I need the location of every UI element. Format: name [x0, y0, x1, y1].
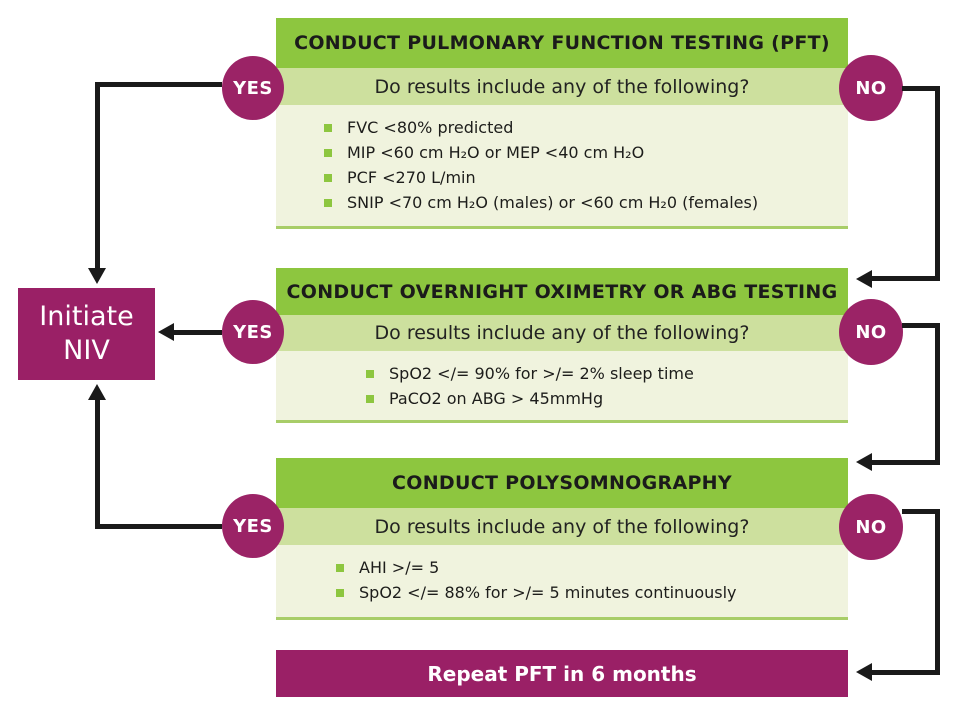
no-circle-polysomnography: NO	[839, 494, 903, 560]
arrow-no2-vertical	[935, 323, 940, 465]
arrow-no3-horizontal-top	[902, 509, 940, 514]
criterion-text: AHI >/= 5	[359, 558, 440, 577]
arrow-down-icon	[88, 268, 106, 284]
yes-circle-oximetry: YES	[222, 300, 284, 364]
polysomnography-criteria-list: AHI >/= 5 SpO2 </= 88% for >/= 5 minutes…	[276, 545, 848, 620]
criterion-item: PaCO2 on ABG > 45mmHg	[366, 386, 848, 411]
initiate-niv-label: Initiate NIV	[39, 300, 133, 368]
criterion-text: MIP <60 cm H₂O or MEP <40 cm H₂O	[347, 143, 645, 162]
yes-circle-pft: YES	[222, 56, 284, 120]
oximetry-box-question: Do results include any of the following?	[276, 315, 848, 351]
arrow-no2-horizontal-bottom	[872, 460, 940, 465]
bullet-square-icon	[336, 563, 344, 572]
arrow-left-icon	[856, 270, 872, 288]
criterion-text: SpO2 </= 88% for >/= 5 minutes continuou…	[359, 583, 737, 602]
criterion-text: PaCO2 on ABG > 45mmHg	[389, 389, 604, 408]
criterion-item: MIP <60 cm H₂O or MEP <40 cm H₂O	[324, 140, 848, 165]
criterion-text: FVC <80% predicted	[347, 118, 514, 137]
criterion-text: PCF <270 L/min	[347, 168, 476, 187]
oximetry-criteria-list: SpO2 </= 90% for >/= 2% sleep time PaCO2…	[276, 351, 848, 423]
bullet-square-icon	[324, 198, 332, 207]
pft-box-question: Do results include any of the following?	[276, 68, 848, 105]
initiate-niv-line2: NIV	[63, 335, 110, 366]
criterion-item: PCF <270 L/min	[324, 165, 848, 190]
criterion-text: SpO2 </= 90% for >/= 2% sleep time	[389, 364, 694, 383]
polysomnography-box-title: CONDUCT POLYSOMNOGRAPHY	[276, 458, 848, 508]
bullet-square-icon	[366, 394, 374, 403]
pft-box-title: CONDUCT PULMONARY FUNCTION TESTING (PFT)	[276, 18, 848, 68]
initiate-niv-line1: Initiate	[39, 301, 134, 333]
arrow-no2-horizontal-top	[902, 323, 940, 328]
criterion-item: SpO2 </= 88% for >/= 5 minutes continuou…	[336, 580, 848, 605]
oximetry-box-title: CONDUCT OVERNIGHT OXIMETRY OR ABG TESTIN…	[276, 268, 848, 315]
arrow-yes3-vertical	[95, 400, 100, 529]
arrow-no1-vertical	[935, 86, 940, 281]
repeat-pft-bar: Repeat PFT in 6 months	[276, 650, 848, 697]
criterion-text: SNIP <70 cm H₂O (males) or <60 cm H₂0 (f…	[347, 193, 759, 212]
arrow-yes1-horizontal	[97, 82, 222, 87]
criterion-item: FVC <80% predicted	[324, 115, 848, 140]
arrow-no3-vertical	[935, 509, 940, 675]
bullet-square-icon	[366, 369, 374, 378]
arrow-left-icon	[856, 663, 872, 681]
no-circle-oximetry: NO	[839, 299, 903, 365]
arrow-no1-horizontal-top	[902, 86, 940, 91]
pft-criteria-list: FVC <80% predicted MIP <60 cm H₂O or MEP…	[276, 105, 848, 229]
yes-circle-polysomnography: YES	[222, 494, 284, 558]
arrow-yes2-horizontal	[174, 330, 222, 335]
criterion-item: SNIP <70 cm H₂O (males) or <60 cm H₂0 (f…	[324, 190, 848, 215]
no-circle-pft: NO	[839, 55, 903, 121]
bullet-square-icon	[324, 173, 332, 182]
bullet-square-icon	[336, 588, 344, 597]
criterion-item: AHI >/= 5	[336, 555, 848, 580]
arrow-yes3-horizontal	[97, 524, 222, 529]
arrow-yes1-vertical	[95, 82, 100, 268]
polysomnography-box-question: Do results include any of the following?	[276, 508, 848, 545]
arrow-no3-horizontal-bottom	[872, 670, 940, 675]
criterion-item: SpO2 </= 90% for >/= 2% sleep time	[366, 361, 848, 386]
arrow-up-icon	[88, 384, 106, 400]
initiate-niv-box: Initiate NIV	[18, 288, 155, 380]
arrow-no1-horizontal-bottom	[872, 276, 940, 281]
bullet-square-icon	[324, 148, 332, 157]
arrow-left-icon	[856, 453, 872, 471]
arrow-left-icon	[158, 323, 174, 341]
bullet-square-icon	[324, 123, 332, 132]
